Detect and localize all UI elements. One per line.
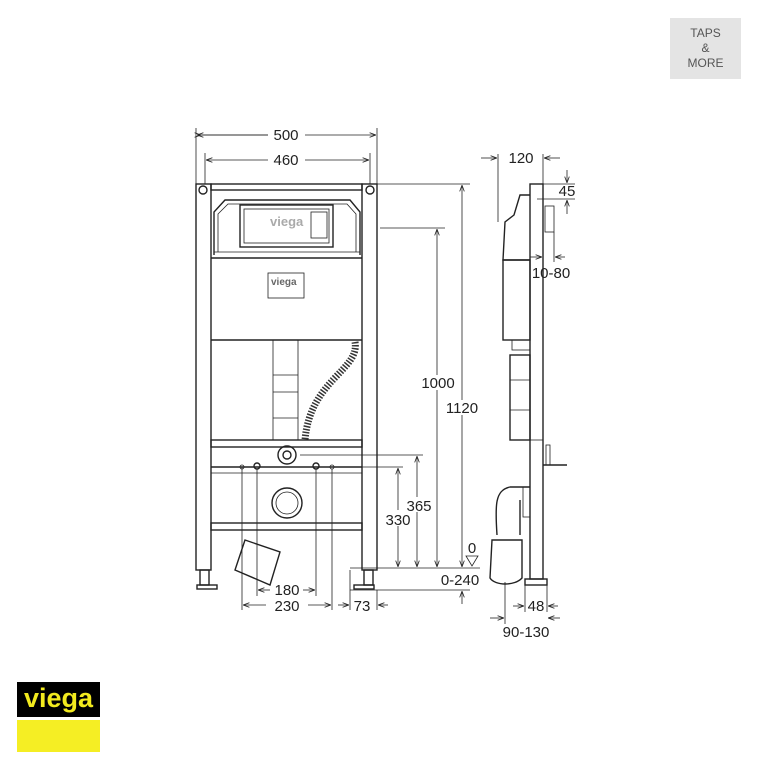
dim-1000: 1000 [421, 375, 454, 392]
side-rail [529, 183, 544, 580]
flex-hose [301, 341, 359, 441]
left-post [195, 183, 212, 571]
front-view: viega viega 500 460 [196, 127, 480, 615]
badge-line: MORE [687, 56, 724, 70]
mount-hole [365, 185, 375, 195]
floor-level-icon [465, 555, 479, 567]
label-plate [267, 272, 305, 299]
panel-label: viega [271, 277, 297, 288]
flush-plate-opening [239, 204, 334, 248]
viega-logo-text: viega [17, 682, 100, 717]
dim-180: 180 [274, 582, 299, 599]
side-view: 120 45 10-80 48 90-130 [481, 150, 575, 641]
dim-45: 45 [559, 183, 576, 200]
dim-48: 48 [528, 598, 545, 615]
dim-460: 460 [273, 152, 298, 169]
dim-73: 73 [354, 598, 371, 615]
drain-elbow [495, 486, 530, 536]
dim-500: 500 [273, 127, 298, 144]
mount-hole [198, 185, 208, 195]
dim-330: 330 [385, 512, 410, 529]
dim-floor-0: 0 [468, 540, 476, 557]
dim-10-80: 10-80 [532, 265, 570, 282]
dim-120: 120 [508, 150, 533, 167]
viega-logo: viega [17, 682, 100, 752]
cistern-side [502, 194, 530, 261]
taps-and-more-badge: TAPS & MORE [670, 18, 741, 79]
dim-1120: 1120 [446, 400, 478, 417]
dim-0-240: 0-240 [441, 572, 479, 589]
badge-line: TAPS [690, 26, 721, 40]
drain-pipe [234, 539, 281, 586]
side-drain-pipe [489, 539, 523, 585]
right-post [361, 183, 378, 571]
dim-365: 365 [406, 498, 431, 515]
cistern-label: viega [270, 214, 304, 229]
dim-90-130: 90-130 [503, 624, 550, 641]
cistern-outline [213, 199, 361, 255]
badge-line: & [701, 41, 710, 55]
viega-logo-bar [17, 720, 100, 752]
dim-230: 230 [274, 598, 299, 615]
top-bar [210, 183, 363, 191]
drain-connector [271, 487, 303, 519]
